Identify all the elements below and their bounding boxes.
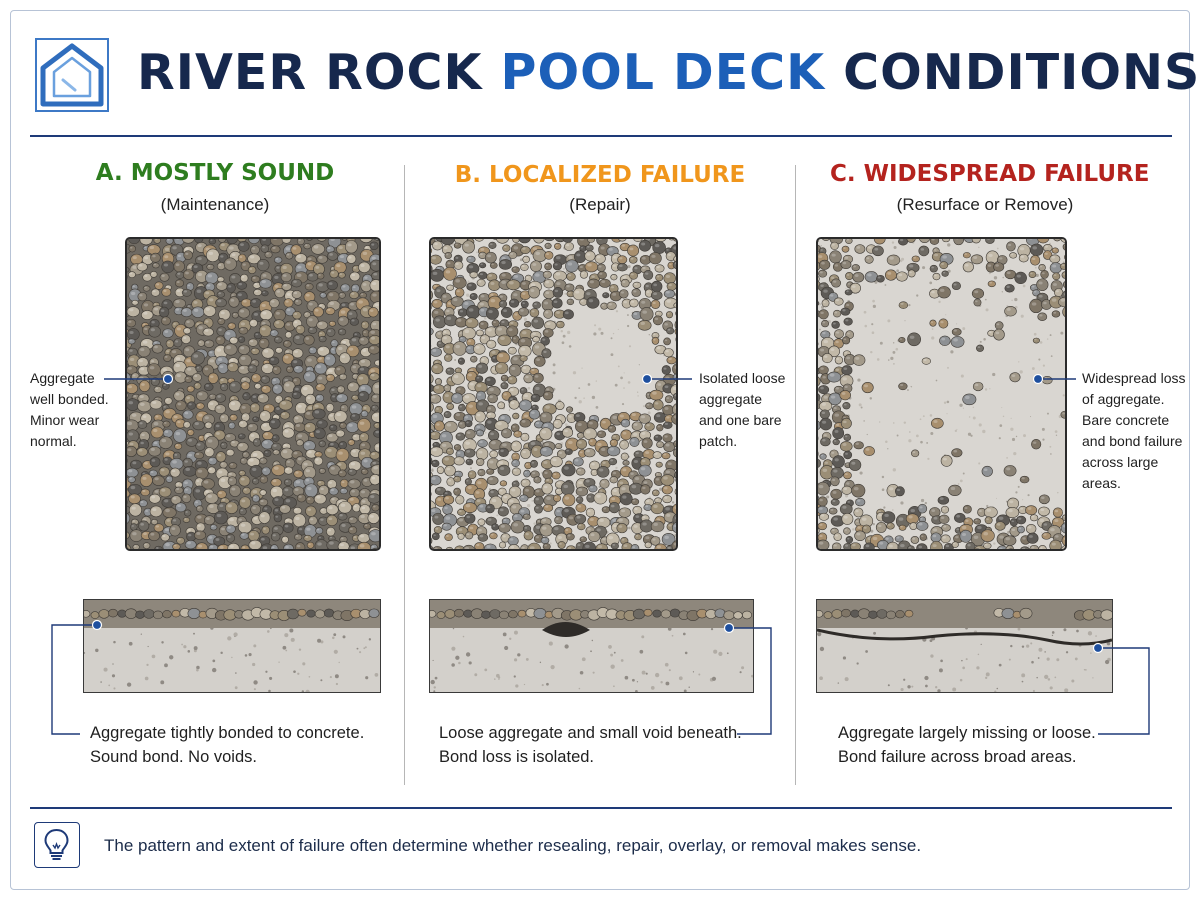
house-icon xyxy=(35,38,109,112)
column-divider xyxy=(404,165,405,785)
panel-a-cross-section xyxy=(83,599,381,693)
header-divider xyxy=(30,135,1172,137)
panel-c-title: C. WIDESPREAD FAILURE xyxy=(830,161,1150,187)
panel-c-caption: Aggregate largely missing or loose.Bond … xyxy=(838,724,1096,766)
lightbulb-icon xyxy=(34,822,80,868)
panel-c-surface-texture xyxy=(816,237,1067,551)
panel-b-surface-texture xyxy=(429,237,678,551)
panel-a-title: A. MOSTLY SOUND xyxy=(95,160,335,186)
footer-note: The pattern and extent of failure often … xyxy=(104,836,922,855)
page-title: RIVER ROCK POOL DECK CONDITIONS xyxy=(137,44,1200,101)
page-frame xyxy=(10,10,1190,890)
panel-b-subtitle: (Repair) xyxy=(569,195,631,214)
panel-a-caption: Aggregate tightly bonded to concrete.Sou… xyxy=(90,724,365,766)
panel-c-subtitle: (Resurface or Remove) xyxy=(896,195,1074,214)
panel-b-caption: Loose aggregate and small void beneath.B… xyxy=(439,724,742,766)
panel-b-title: B. LOCALIZED FAILURE xyxy=(454,162,746,188)
footer-divider xyxy=(30,807,1172,809)
panel-a-subtitle: (Maintenance) xyxy=(160,195,270,214)
panel-a-surface-texture xyxy=(125,237,381,551)
panel-b-cross-section xyxy=(429,599,754,693)
panel-c-cross-section xyxy=(816,599,1113,693)
column-divider xyxy=(795,165,796,785)
